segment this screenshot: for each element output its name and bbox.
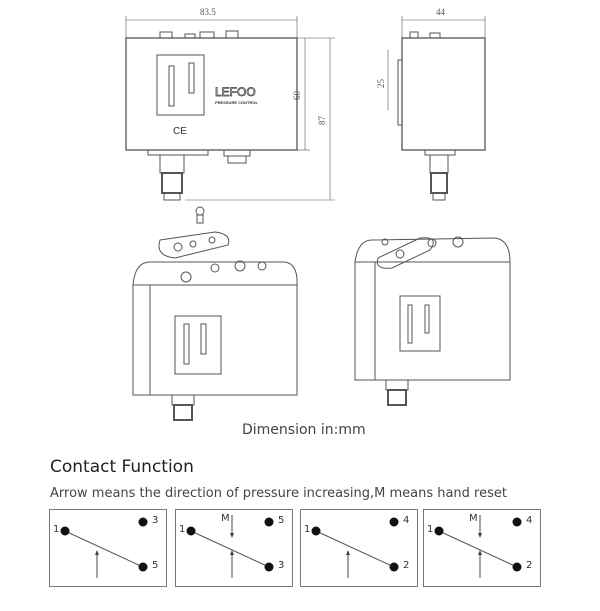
contact-dot-common bbox=[434, 526, 444, 536]
iso-view-left bbox=[132, 260, 298, 421]
contact-diagram: 1 3 5 bbox=[49, 509, 167, 587]
front-view bbox=[125, 16, 335, 201]
contact-schematic bbox=[186, 515, 274, 578]
contact-function-subtitle: Arrow means the direction of pressure in… bbox=[50, 486, 507, 501]
arrow-down-icon bbox=[230, 533, 234, 538]
dim-total-height: 87 bbox=[317, 116, 327, 126]
contact-dot-common bbox=[186, 526, 196, 536]
manual-reset-label: M bbox=[221, 513, 230, 524]
contact-dot-bottom bbox=[389, 562, 399, 572]
contact-diagram: 1 5 3 M bbox=[175, 509, 293, 587]
terminal-label-common: 1 bbox=[179, 524, 186, 535]
arrow-up-icon bbox=[478, 550, 482, 555]
arrow-down-icon bbox=[478, 533, 482, 538]
terminal-label-top: 5 bbox=[278, 515, 285, 526]
terminal-label-top: 4 bbox=[403, 515, 410, 526]
dim-side-offset: 25 bbox=[376, 79, 386, 89]
contact-dot-top bbox=[389, 517, 399, 527]
contact-dot-common bbox=[311, 526, 321, 536]
contact-dot-top bbox=[138, 517, 148, 527]
technical-drawing: 83.5 60 87 LEFOO PRESSURE CONTROL CE 44 … bbox=[125, 7, 511, 421]
dimension-caption: Dimension in:mm bbox=[242, 422, 366, 438]
contact-schematic bbox=[311, 517, 399, 578]
mounting-plate bbox=[158, 206, 230, 259]
terminal-label-top: 3 bbox=[152, 515, 159, 526]
contact-dot-bottom bbox=[264, 562, 274, 572]
dim-height: 60 bbox=[292, 91, 302, 101]
contact-schematic bbox=[434, 515, 522, 578]
arrow-up-icon bbox=[95, 550, 99, 555]
terminal-label-bottom: 5 bbox=[152, 560, 159, 571]
brand-logo: LEFOO bbox=[215, 85, 256, 99]
switch-arm bbox=[64, 530, 144, 568]
arrow-up-icon bbox=[346, 550, 350, 555]
contact-dot-bottom bbox=[512, 562, 522, 572]
contact-dot-top bbox=[512, 517, 522, 527]
dim-side-width: 44 bbox=[436, 7, 446, 17]
contact-diagram: 1 4 2 M bbox=[423, 509, 541, 587]
ce-mark: CE bbox=[173, 126, 187, 137]
contact-dot-bottom bbox=[138, 562, 148, 572]
iso-view-right bbox=[354, 236, 511, 406]
switch-arm bbox=[438, 530, 518, 568]
arrow-up-icon bbox=[230, 550, 234, 555]
contact-schematic bbox=[60, 517, 148, 578]
dim-width: 83.5 bbox=[200, 7, 216, 17]
side-view bbox=[387, 16, 486, 201]
terminal-label-top: 4 bbox=[526, 515, 533, 526]
contact-dot-top bbox=[264, 517, 274, 527]
terminal-label-common: 1 bbox=[304, 524, 311, 535]
contact-function-title: Contact Function bbox=[50, 457, 194, 477]
terminal-label-common: 1 bbox=[427, 524, 434, 535]
terminal-label-bottom: 2 bbox=[403, 560, 410, 571]
terminal-label-bottom: 3 bbox=[278, 560, 285, 571]
manual-reset-label: M bbox=[469, 513, 478, 524]
switch-arm bbox=[190, 530, 270, 568]
contact-dot-common bbox=[60, 526, 70, 536]
switch-arm bbox=[315, 530, 395, 568]
contact-diagram: 1 4 2 bbox=[300, 509, 418, 587]
terminal-label-common: 1 bbox=[53, 524, 60, 535]
brand-subtitle: PRESSURE CONTROL bbox=[215, 100, 258, 105]
terminal-label-bottom: 2 bbox=[526, 560, 533, 571]
